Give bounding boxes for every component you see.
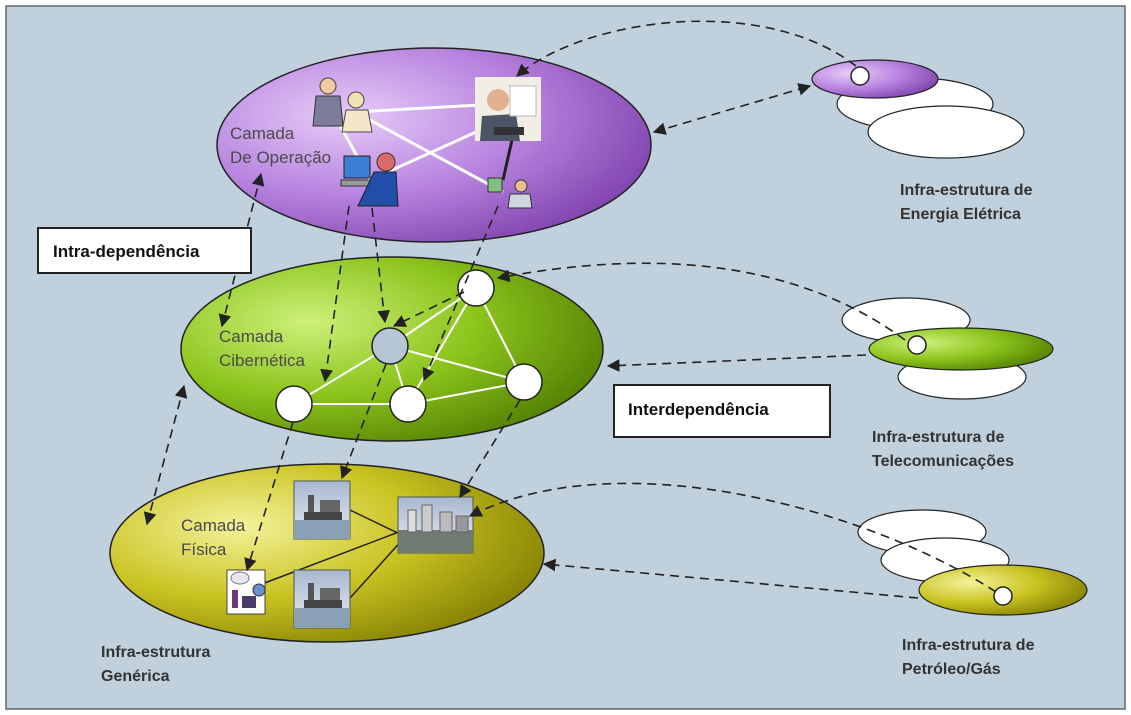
refinery-photo xyxy=(397,496,474,554)
cyber-node-hub xyxy=(371,327,409,365)
cyber-node-left xyxy=(275,385,313,423)
oil-gas-infrastructure-label: Infra-estrutura de Petróleo/Gás xyxy=(902,637,1039,678)
oil-platform-photo-bottom xyxy=(293,569,351,629)
generic-infrastructure-label: Infra-estrutura Genérica xyxy=(101,644,215,685)
oil-gas-infrastructure-stack xyxy=(857,509,1088,616)
physical-network-links xyxy=(261,509,405,599)
power-plant-icon xyxy=(226,569,266,615)
oil-platform-photo-top xyxy=(293,480,351,540)
operation-network-links xyxy=(338,103,504,194)
energy-infrastructure-label: Infra-estrutura de Energia Elétrica xyxy=(900,182,1037,223)
interdependency-box: Interdependência xyxy=(613,384,831,438)
intra-dependency-box: Intra-dependência xyxy=(37,227,252,274)
cyber-node-right xyxy=(505,363,543,401)
phone-worker-icon xyxy=(487,177,533,209)
physical-layer-label: Camada Física xyxy=(181,516,250,559)
operation-layer xyxy=(216,47,652,243)
intra-dependency-label: Intra-dependência xyxy=(53,242,200,261)
cyber-node-middle xyxy=(389,385,427,423)
interdependency-label: Interdependência xyxy=(628,400,769,419)
telecom-infrastructure-label: Infra-estrutura de Telecomunicações xyxy=(872,429,1014,470)
computer-user-icon xyxy=(340,152,399,207)
cyber-network-links xyxy=(293,287,525,405)
meeting-people-icon xyxy=(312,77,373,133)
energy-infrastructure-stack xyxy=(811,59,1025,159)
cyber-node-top xyxy=(457,269,495,307)
cyber-layer-label: Camada Cibernética xyxy=(219,327,306,370)
operation-layer-label: Camada De Operação xyxy=(230,124,331,167)
telecom-infrastructure-stack xyxy=(841,297,1054,400)
operation-dark-link xyxy=(501,139,514,181)
executive-photo xyxy=(475,77,541,141)
